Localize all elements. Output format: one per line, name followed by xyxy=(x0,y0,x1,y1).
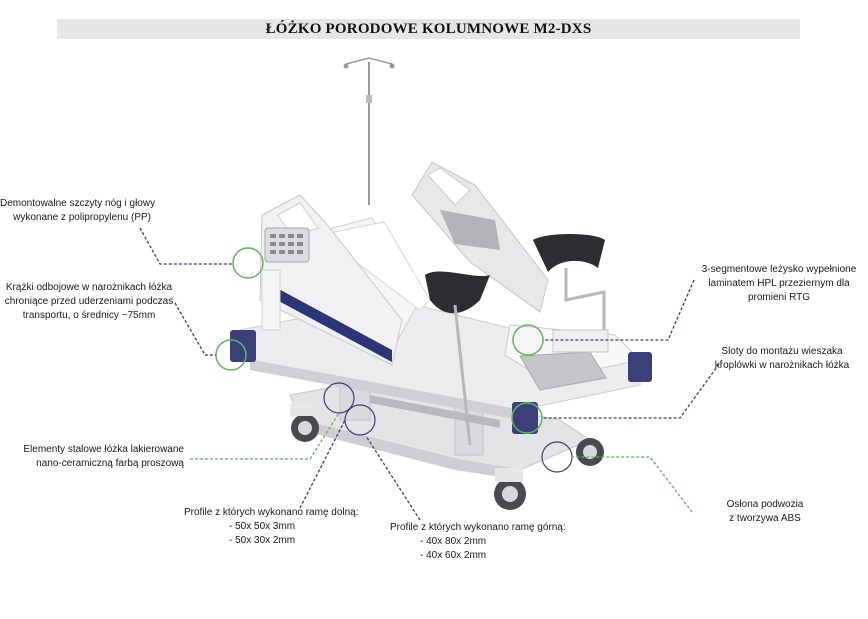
callout-upper-frame: Profile z których wykonano ramę górną: -… xyxy=(390,522,566,561)
page-title: ŁÓŻKO PORODOWE KOLUMNOWE M2-DXS xyxy=(265,20,592,37)
callout-bumpers: Krążki odbojowe w narożnikach łóżka chro… xyxy=(4,282,174,321)
leg-section xyxy=(504,324,642,391)
callout-iv-slots: Sloty do montażu wieszaka kroplówki w na… xyxy=(714,346,850,371)
leader-lines xyxy=(139,227,723,521)
side-rail-head xyxy=(259,194,403,366)
corner-bumpers xyxy=(230,330,652,434)
iv-pole xyxy=(343,57,395,205)
callout-lower-frame: Profile z których wykonano ramę dolną: -… xyxy=(184,507,359,546)
wheels xyxy=(290,404,604,510)
callout-mattress: 3-segmentowe leżysko wypełnione laminate… xyxy=(701,264,857,303)
side-rail-far xyxy=(411,161,549,313)
callout-steel: Elementy stalowe łóżka lakierowane nano-… xyxy=(23,444,184,469)
callout-chassis: Osłona podwozia z tworzywa ABS xyxy=(726,499,804,524)
stirrups xyxy=(425,234,606,446)
title-bar: ŁÓŻKO PORODOWE KOLUMNOWE M2-DXS xyxy=(57,19,800,39)
callout-headboards: Demontowalne szczyty nóg i głowy wykonan… xyxy=(0,198,156,223)
